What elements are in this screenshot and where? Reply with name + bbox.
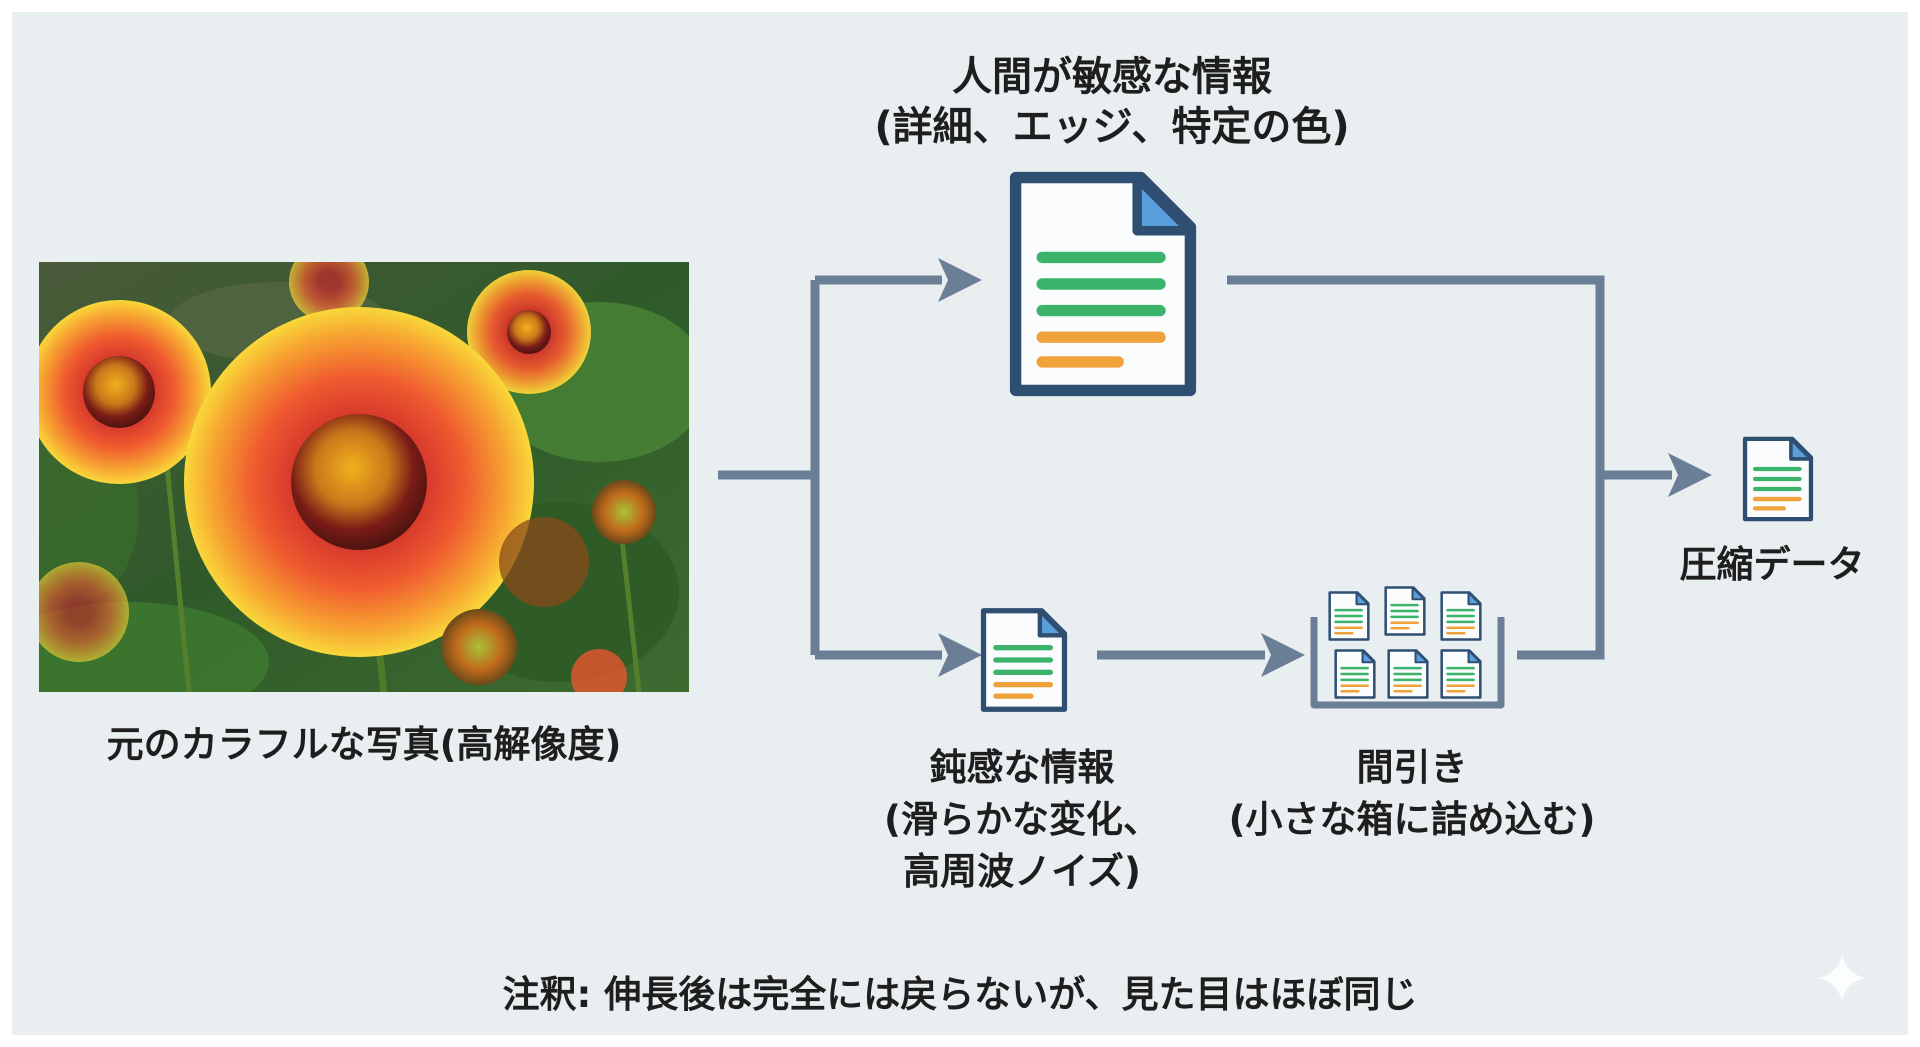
- footnote-text: 注釈: 伸長後は完全には戻らないが、見た目はほぼ同じ: [502, 973, 1418, 1016]
- arrow-right-icon: [938, 633, 982, 677]
- footnote: 注釈: 伸長後は完全には戻らないが、見た目はほぼ同じ: [312, 972, 1608, 1018]
- connector-thinning-to-merge: [1227, 275, 1605, 660]
- output-label: 圧縮データ: [1652, 542, 1892, 588]
- document-icon: [1387, 649, 1429, 699]
- diagram-canvas: 人間が敏感な情報 (詳細、エッジ、特定の色) 元のカラフルな写真(高解像度) 鈍…: [12, 12, 1908, 1035]
- sensitive-info-subtitle: (詳細、エッジ、特定の色): [874, 104, 1350, 150]
- document-icon: [1440, 649, 1482, 699]
- insensitive-info-label: 鈍感な情報 (滑らかな変化、 高周波ノイズ): [862, 742, 1182, 897]
- insensitive-info-subtitle-2: 高周波ノイズ): [903, 849, 1141, 893]
- arrow-right-icon: [1261, 633, 1305, 677]
- output-label-text: 圧縮データ: [1679, 543, 1865, 586]
- document-icon: [984, 611, 1065, 710]
- document-icon: [1384, 586, 1426, 636]
- flower-photo: [39, 262, 689, 692]
- arrow-right-icon: [938, 258, 982, 302]
- document-icon: [1328, 591, 1370, 641]
- thinning-title: 間引き: [1356, 746, 1468, 789]
- container-box-icon: [1310, 586, 1505, 709]
- insensitive-info-title: 鈍感な情報: [929, 746, 1115, 789]
- document-icon: [1016, 178, 1191, 391]
- sensitive-info-label: 人間が敏感な情報 (詳細、エッジ、特定の色): [872, 52, 1352, 152]
- sensitive-info-title: 人間が敏感な情報: [952, 54, 1272, 100]
- thinning-subtitle: (小さな箱に詰め込む): [1228, 797, 1596, 841]
- insensitive-info-subtitle-1: (滑らかな変化、: [884, 797, 1160, 841]
- arrow-right-icon: [1668, 453, 1712, 497]
- flow-connectors: [718, 12, 1866, 1002]
- document-icon: [1440, 591, 1482, 641]
- thinning-label: 間引き (小さな箱に詰め込む): [1207, 742, 1617, 846]
- photo-caption-text: 元のカラフルな写真(高解像度): [106, 723, 622, 766]
- sparkle-icon: [1818, 954, 1866, 1002]
- document-icon: [1745, 439, 1811, 519]
- photo-caption: 元のカラフルな写真(高解像度): [39, 722, 689, 768]
- document-icon: [1334, 649, 1376, 699]
